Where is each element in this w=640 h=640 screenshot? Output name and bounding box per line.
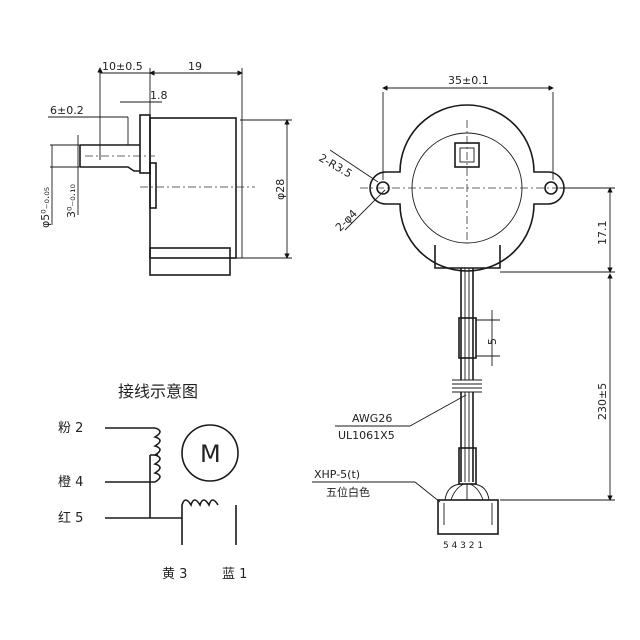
dim-shaft-length: 10±0.5 (102, 60, 143, 73)
wire-red: 红 5 (58, 510, 83, 526)
coil-a (150, 427, 161, 483)
connector-desc: 五位白色 (326, 485, 370, 499)
dim-flat-length: 6±0.2 (50, 104, 84, 117)
wiring-diagram: 接线示意图 粉 2 橙 4 红 5 黄 3 蓝 1 M (58, 382, 247, 582)
dim-shaft-dia: φ5⁰₋₀.₀₅ (39, 187, 52, 228)
dim-hole-dia: 2-φ4 (333, 207, 360, 234)
dim-wire-length: 230±5 (596, 383, 609, 420)
motor-label: M (200, 440, 221, 468)
motor-symbol (181, 424, 239, 482)
wire-pink: 粉 2 (58, 421, 83, 436)
wire-spec-2: UL1061X5 (338, 429, 395, 442)
dim-body-depth: 19 (188, 60, 202, 73)
dim-mount-spacing: 35±0.1 (448, 74, 489, 87)
dim-sleeve: 5 (486, 338, 499, 345)
dim-flat-width: 3⁰₋₀.₁₀ (65, 183, 78, 218)
pin-numbers: 5 4 3 2 1 (443, 541, 483, 551)
connector-spec: XHP-5(t) (314, 468, 360, 481)
wiring-title: 接线示意图 (118, 382, 198, 401)
dim-height: 17.1 (596, 221, 609, 246)
side-view: 10±0.5 19 1.8 6±0.2 φ5⁰₋₀.₀₅ 3⁰₋₀.₁₀ φ28 (39, 60, 292, 276)
wire-orange: 橙 4 (58, 475, 83, 490)
wire-spec-1: AWG26 (352, 412, 392, 425)
wire-yellow: 黄 3 (162, 567, 187, 582)
front-view: 35±0.1 2-R3.5 2-φ4 17.1 230±5 5 5 4 3 2 … (312, 74, 615, 551)
dim-body-dia: φ28 (274, 179, 287, 200)
dim-flange: 1.8 (150, 89, 168, 102)
wire-blue: 蓝 1 (222, 567, 247, 582)
dim-ear-radius: 2-R3.5 (317, 151, 355, 180)
